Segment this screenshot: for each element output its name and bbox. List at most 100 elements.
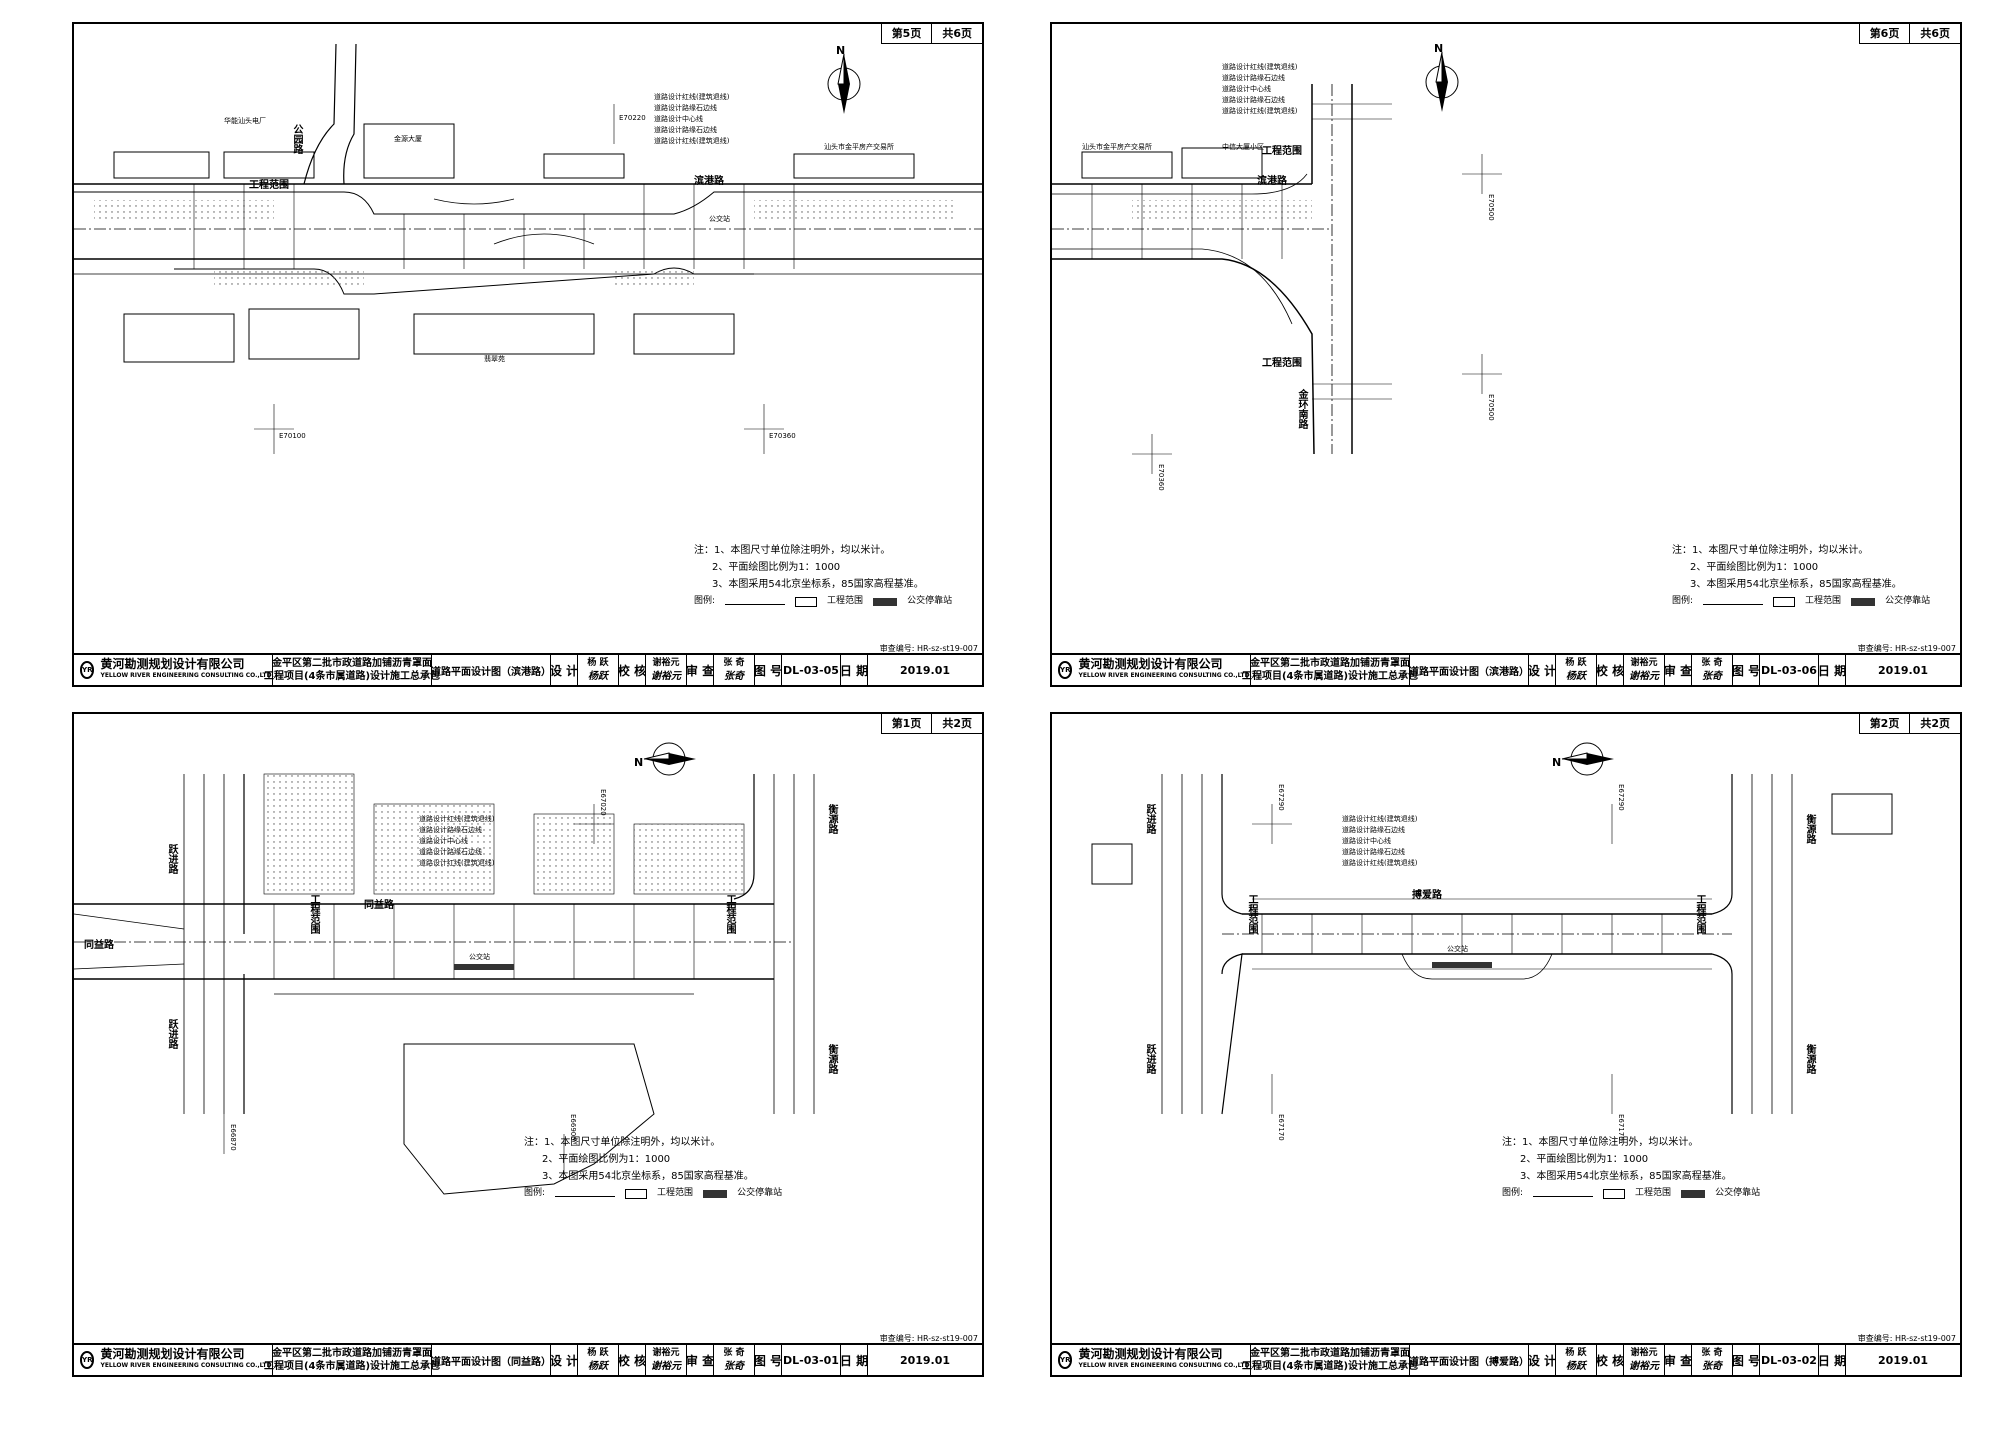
place-label: 华能汕头电厂 <box>224 117 266 125</box>
page-number: 第6页 共6页 <box>1858 24 1960 44</box>
drawing-date: 2019.01 <box>899 1353 951 1367</box>
designer: 杨 跃杨跃 <box>1556 655 1597 685</box>
side-road-name: 衡源路 <box>826 804 837 834</box>
compass-icon <box>1561 742 1614 776</box>
drawing-date: 2019.01 <box>1877 663 1929 677</box>
company-logo-icon: YR <box>80 1351 95 1369</box>
bus-stop-label: 公交站 <box>709 215 730 223</box>
drawing-title: 道路平面设计图（滨港路） <box>431 655 551 685</box>
scope-line-icon <box>1533 1190 1594 1197</box>
work-scope-label: 工程范围 <box>1262 358 1302 369</box>
bus-stop-label: 公交站 <box>1447 945 1468 953</box>
drawing-title: 道路平面设计图（滨港路） <box>1409 655 1529 685</box>
work-scope-label: 工程范围 <box>1262 146 1302 157</box>
road-name: 搏爱路 <box>1412 890 1442 901</box>
bus-stop-icon <box>873 597 898 606</box>
checker: 谢裕元谢裕元 <box>646 1345 687 1375</box>
drawing-sheet-1: N 道路设计红线(建筑退线) 道路设计路缘石边线 道路设计中心线 道路设计路缘石… <box>72 22 984 687</box>
compass-icon <box>827 53 861 114</box>
north-arrow: N <box>1552 734 1622 788</box>
drawing-number: DL-03-06 <box>1760 655 1819 685</box>
grid-label: E70360 <box>1157 464 1165 491</box>
line-legend: 道路设计红线(建筑退线) 道路设计路缘石边线 道路设计中心线 道路设计路缘石边线… <box>1222 63 1298 115</box>
review-number: 审查编号: HR-sz-st19-007 <box>1857 1334 1956 1343</box>
road-name: 同益路 <box>84 940 114 951</box>
bus-stop-icon <box>1851 597 1876 606</box>
scope-box-icon <box>1603 1188 1626 1199</box>
grid-label: E67290 <box>1617 784 1625 811</box>
project-name: 金平区第二批市政道路加铺沥青罩面工程项目(4条市属道路)设计施工总承包 <box>1242 655 1418 685</box>
drawing-number: DL-03-01 <box>782 1345 841 1375</box>
grid-label: E67170 <box>1277 1114 1285 1141</box>
grid-label: E67290 <box>1277 784 1285 811</box>
reviewer: 张 奇张奇 <box>1692 1345 1733 1375</box>
reviewer: 张 奇张奇 <box>714 655 755 685</box>
north-label: N <box>1434 42 1444 55</box>
grid-label: E66900 <box>569 1114 577 1141</box>
place-label: 翡翠苑 <box>484 355 505 363</box>
road-plan-drawing <box>1091 774 1893 1115</box>
notes: 注：1、本图尺寸单位除注明外，均以米计。 2、平面绘图比例为1：1000 3、本… <box>1502 1134 1760 1202</box>
side-road-name: 跃进路 <box>1144 1044 1155 1074</box>
side-road-name: 跃进路 <box>166 1019 177 1049</box>
legend: 图例: 工程范围 公交停靠站 <box>1672 596 1931 607</box>
drawing-title: 道路平面设计图（搏爱路） <box>1409 1345 1529 1375</box>
work-scope-label: 工程范围 <box>724 894 735 934</box>
side-road-name: 跃进路 <box>166 844 177 874</box>
scope-line-icon <box>555 1190 616 1197</box>
grid-label: E70500 <box>1487 194 1495 221</box>
review-number: 审查编号: HR-sz-st19-007 <box>879 1334 978 1343</box>
grid-label: E67020 <box>599 789 607 816</box>
legend: 图例: 工程范围 公交停靠站 <box>524 1188 783 1199</box>
scope-box-icon <box>795 596 818 607</box>
scope-box-icon <box>1773 596 1796 607</box>
bus-stop-label: 公交站 <box>469 953 490 961</box>
place-label: 汕头市金平房产交易所 <box>824 143 894 151</box>
north-label: N <box>836 44 846 57</box>
bus-stop-icon <box>703 1189 728 1198</box>
reviewer: 张 奇张奇 <box>1692 655 1733 685</box>
side-road-name: 衡源路 <box>826 1044 837 1074</box>
drawing-date: 2019.01 <box>1877 1353 1929 1367</box>
page-number: 第1页 共2页 <box>880 714 982 734</box>
road-name: 滨港路 <box>1257 176 1287 187</box>
side-road-name: 衡源路 <box>1804 1044 1815 1074</box>
designer: 杨 跃杨跃 <box>578 1345 619 1375</box>
designer: 杨 跃杨跃 <box>1556 1345 1597 1375</box>
company-logo-icon: YR <box>1058 1351 1073 1369</box>
reviewer: 张 奇张奇 <box>714 1345 755 1375</box>
review-number: 审查编号: HR-sz-st19-007 <box>1857 644 1956 653</box>
north-arrow: N <box>634 734 704 788</box>
drawing-sheet-2: N 道路设计红线(建筑退线) 道路设计路缘石边线 道路设计中心线 道路设计路缘石… <box>1050 22 1962 687</box>
road-name: 同益路 <box>364 900 394 911</box>
project-name: 金平区第二批市政道路加铺沥青罩面工程项目(4条市属道路)设计施工总承包 <box>1242 1345 1418 1375</box>
place-label: 汕头市金平房产交易所 <box>1082 143 1152 151</box>
legend: 图例: 工程范围 公交停靠站 <box>1502 1188 1761 1199</box>
scope-line-icon <box>725 598 786 605</box>
work-scope-label: 工程范围 <box>308 894 319 934</box>
side-road-name: 衡源路 <box>1804 814 1815 844</box>
north-arrow: N <box>824 44 864 118</box>
company-logo-icon: YR <box>1058 661 1073 679</box>
drawing-date: 2019.01 <box>899 663 951 677</box>
project-name: 金平区第二批市政道路加铺沥青罩面工程项目(4条市属道路)设计施工总承包 <box>264 655 440 685</box>
work-scope-label: 工程范围 <box>1694 894 1705 934</box>
side-road-name: 公园路 <box>291 124 302 154</box>
grid-label: E70500 <box>1487 394 1495 421</box>
drawing-number: DL-03-02 <box>1760 1345 1819 1375</box>
notes: 注：1、本图尺寸单位除注明外，均以米计。 2、平面绘图比例为1：1000 3、本… <box>524 1134 782 1202</box>
drawing-sheet-3: N 道路设计红线(建筑退线) 道路设计路缘石边线 道路设计中心线 道路设计路缘石… <box>72 712 984 1377</box>
work-scope-label: 工程范围 <box>249 180 289 191</box>
side-road-name: 跃进路 <box>1144 804 1155 834</box>
drawing-title: 道路平面设计图（同益路） <box>431 1345 551 1375</box>
bus-stop-icon <box>1681 1189 1706 1198</box>
grid-label: E66870 <box>229 1124 237 1151</box>
road-plan-drawing <box>1052 84 1502 474</box>
line-legend: 道路设计红线(建筑退线) 道路设计路缘石边线 道路设计中心线 道路设计路缘石边线… <box>1342 815 1418 867</box>
